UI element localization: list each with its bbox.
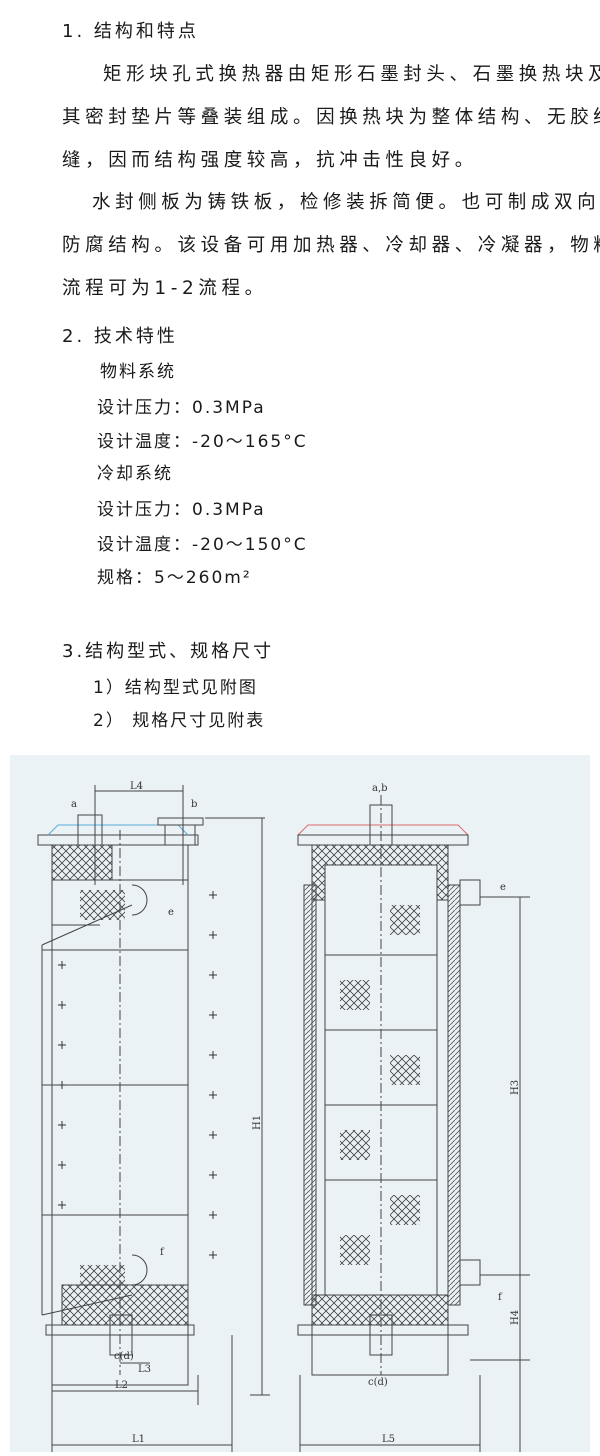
label-l3: L3 [138,1364,151,1375]
structure-item: 1）结构型式见附图 [93,678,258,698]
label-l1: L1 [132,1434,145,1445]
label-l4: L4 [130,781,143,792]
label-l2: L2 [115,1380,128,1391]
label-ab: a,b [372,783,388,794]
label-cd-right: c(d) [368,1377,388,1388]
paragraph-line: 水封侧板为铸铁板，检修装拆简便。也可制成双向 [92,192,600,213]
label-f-right: f [498,1292,503,1303]
exchanger-drawing: a L4 b e H1 f c(d) L3 L2 L1 a,b e H3 f H… [10,755,590,1452]
paragraph-line: 流程可为1-2流程。 [62,278,268,299]
label-a: a [71,799,77,810]
label-e-right: e [500,882,506,893]
label-f-left: f [160,1247,165,1258]
paragraph-line: 缝，因而结构强度较高，抗冲击性良好。 [62,150,478,171]
structure-item: 2） 规格尺寸见附表 [93,711,266,731]
paragraph-line: 其密封垫片等叠装组成。因换热块为整体结构、无胶结 [62,107,600,128]
drawing-svg: a L4 b e H1 f c(d) L3 L2 L1 a,b e H3 f H… [37,781,530,1452]
spec-item: 设计压力：0.3MPa [97,500,266,520]
paragraph-line: 防腐结构。该设备可用加热器、冷却器、冷凝器，物料 [62,235,600,256]
spec-item: 设计压力：0.3MPa [97,398,266,418]
label-h4: H4 [510,1310,521,1325]
label-e-left: e [168,907,174,918]
spec-item: 冷却系统 [97,464,173,484]
spec-item: 规格：5～260m² [97,568,252,588]
paragraph-line: 矩形块孔式换热器由矩形石墨封头、石墨换热块及 [103,64,600,85]
section3-heading: 3.结构型式、规格尺寸 [62,641,275,662]
spec-item: 物料系统 [100,362,176,382]
side-view [297,795,530,1452]
label-h3: H3 [510,1080,521,1095]
front-view [37,785,270,1452]
label-l5: L5 [382,1434,395,1445]
label-h1: H1 [252,1115,263,1130]
label-b: b [191,799,197,810]
label-cd-left: c(d) [114,1351,134,1362]
spec-item: 设计温度：-20～165°C [97,432,308,452]
spec-item: 设计温度：-20～150°C [97,535,308,555]
section1-heading: 1. 结构和特点 [62,21,199,42]
section2-heading: 2. 技术特性 [62,326,178,347]
